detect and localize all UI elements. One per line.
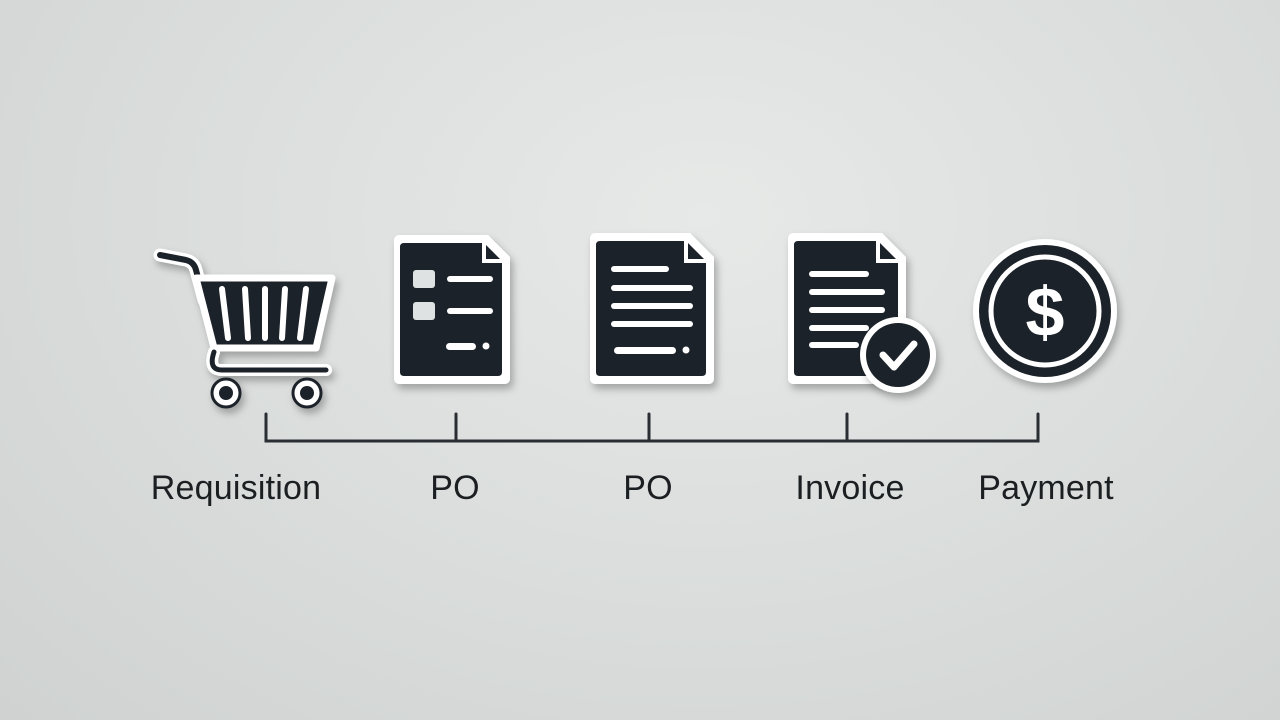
stage-label-requisition: Requisition <box>150 469 322 507</box>
connector-line <box>264 412 1040 443</box>
checkmark-badge-icon <box>860 317 936 393</box>
stage-label-payment: Payment <box>978 469 1114 507</box>
purchase-order-document-icon <box>394 235 510 384</box>
stage-label-po-second: PO <box>623 469 673 507</box>
stage-label-po: PO <box>430 469 480 507</box>
dollar-coin-icon: $ <box>973 239 1117 383</box>
text-document-icon <box>590 233 714 384</box>
svg-text:$: $ <box>1026 273 1065 351</box>
shopping-cart-icon <box>153 248 336 409</box>
stage-label-invoice: Invoice <box>795 469 905 507</box>
